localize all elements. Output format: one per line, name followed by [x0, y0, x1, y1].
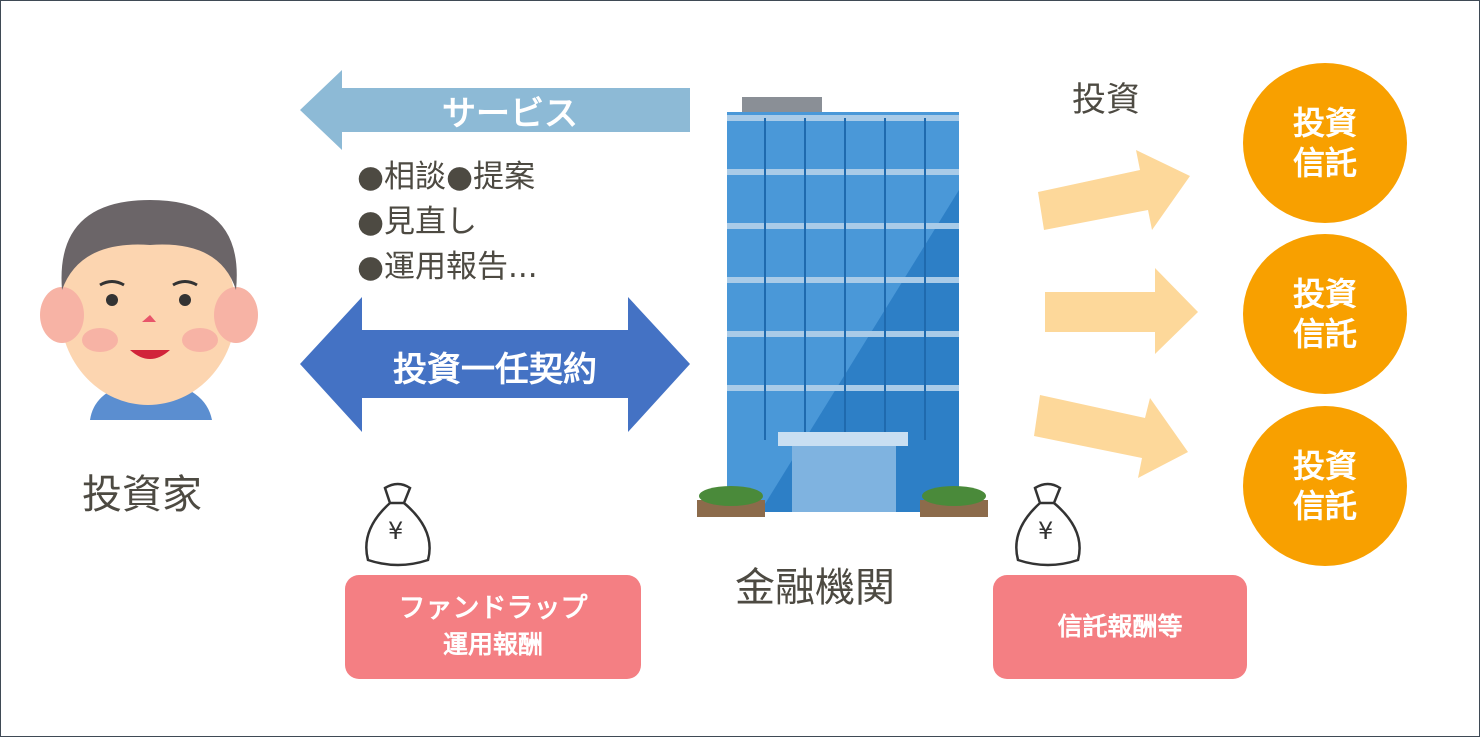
money-bag-icon-right — [1015, 482, 1081, 567]
invest-arrow-1 — [1038, 150, 1190, 230]
institution-label: 金融機関 — [735, 565, 895, 611]
money-bag-icon-left — [365, 482, 431, 567]
service-list: ●相談●提案 ●見直し ●運用報告... — [357, 155, 538, 290]
yen-symbol-left: ¥ — [388, 517, 404, 545]
contract-double-arrow — [300, 297, 690, 432]
service-item: ●見直し — [357, 204, 478, 240]
contract-arrow-label: 投資一任契約 — [393, 350, 597, 390]
fund-circle: 投資信託 — [1243, 234, 1407, 394]
fee-label: 運用報酬 — [442, 630, 543, 659]
fee-label: 信託報酬等 — [1057, 612, 1183, 641]
invest-arrow-2 — [1045, 268, 1198, 354]
service-arrow — [300, 70, 690, 150]
fund-label: 信託 — [1292, 487, 1357, 525]
yen-symbol-right: ¥ — [1038, 517, 1054, 545]
fee-box-trust: 信託報酬等 — [993, 575, 1247, 679]
building-illustration — [697, 97, 988, 517]
investor-illustration — [40, 200, 258, 420]
service-item: ●相談●提案 — [357, 159, 536, 195]
investment-label: 投資 — [1072, 80, 1140, 120]
fund-circle: 投資信託 — [1243, 406, 1407, 566]
service-item: ●運用報告... — [357, 249, 538, 285]
fund-label: 投資 — [1292, 447, 1357, 485]
fund-circle: 投資信託 — [1243, 63, 1407, 223]
fee-label: ファンドラップ — [398, 593, 588, 624]
investor-label: 投資家 — [82, 472, 202, 518]
fund-label: 信託 — [1292, 315, 1357, 353]
invest-arrow-3 — [1034, 395, 1188, 478]
fund-label: 投資 — [1292, 275, 1357, 313]
service-arrow-label: サービス — [442, 94, 578, 134]
fee-box-fundwrap: ファンドラップ 運用報酬 — [345, 575, 641, 679]
fund-label: 投資 — [1292, 104, 1357, 142]
fund-label: 信託 — [1292, 144, 1357, 182]
